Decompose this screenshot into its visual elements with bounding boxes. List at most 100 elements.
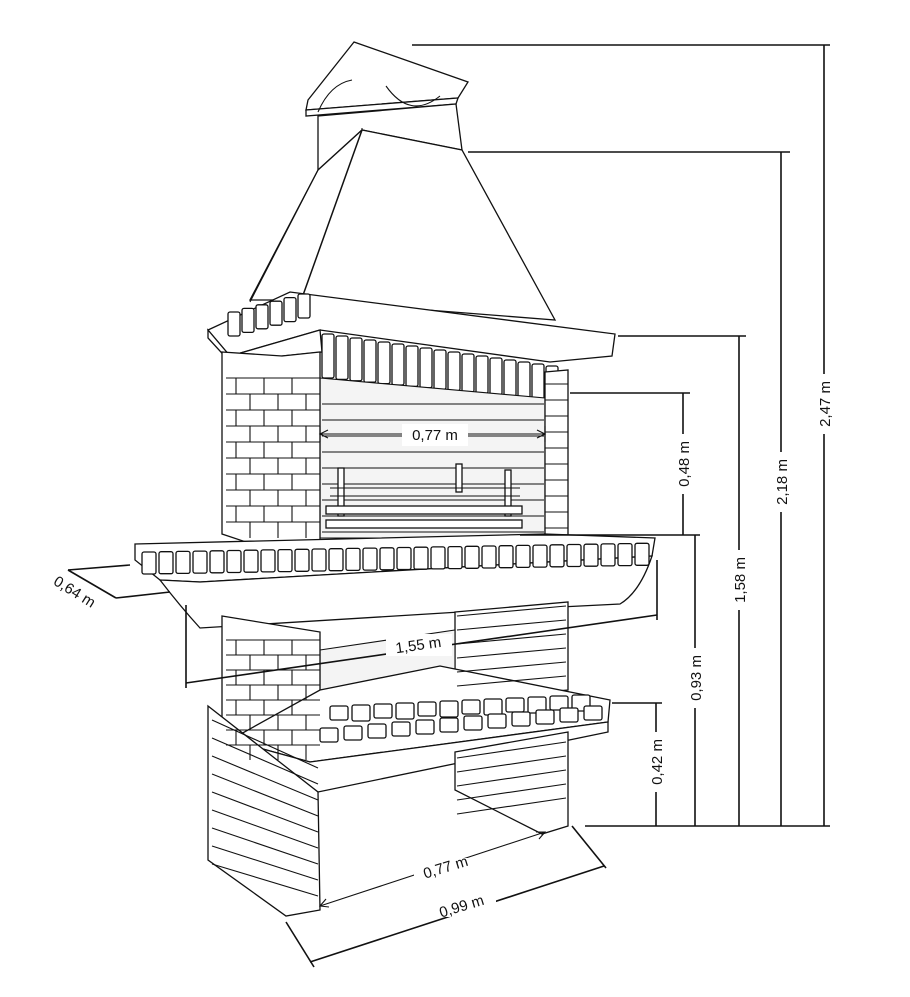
brick	[175, 550, 191, 575]
brick	[463, 715, 483, 731]
brick	[511, 711, 531, 727]
brick-joint	[211, 845, 319, 881]
brick	[349, 337, 363, 382]
brick	[461, 699, 481, 715]
brick-joint	[211, 737, 319, 785]
brick	[505, 697, 525, 713]
label-backgrounds	[386, 374, 834, 917]
brick	[269, 300, 283, 326]
brick-joint	[211, 863, 319, 897]
brick	[532, 544, 548, 568]
brick	[283, 296, 297, 323]
brick	[343, 725, 363, 741]
brick-joint	[456, 741, 567, 759]
brick	[209, 550, 225, 574]
brick	[335, 335, 349, 381]
brick-joint	[456, 797, 567, 815]
counter-height-label: 0,93 m	[688, 655, 705, 701]
brick	[345, 547, 361, 572]
brick	[517, 361, 531, 399]
brick	[549, 695, 569, 711]
brick	[419, 347, 433, 389]
brick	[583, 543, 599, 567]
brick	[439, 717, 459, 733]
brick	[255, 304, 269, 330]
brick	[379, 547, 395, 571]
hood-height-label: 2,18 m	[774, 459, 791, 505]
brick-joint	[211, 827, 319, 865]
brick	[498, 545, 514, 569]
brick	[489, 357, 503, 396]
brick	[481, 545, 497, 569]
brick-joint	[211, 755, 319, 801]
brick	[583, 705, 603, 721]
brick	[430, 546, 446, 570]
top-height-label: 1,58 m	[732, 557, 749, 603]
firebox-width-label: 0,77 m	[412, 427, 458, 444]
brick	[241, 307, 255, 334]
brick	[141, 551, 157, 575]
brick	[395, 702, 415, 720]
brick	[277, 548, 293, 573]
brick	[475, 355, 489, 395]
brick	[405, 345, 419, 388]
brick	[227, 311, 241, 337]
brick-joint	[211, 719, 319, 769]
brick	[192, 550, 208, 574]
brick	[377, 341, 391, 385]
brick	[328, 548, 344, 572]
brick	[391, 343, 405, 386]
brick	[311, 548, 327, 572]
brick	[158, 551, 174, 575]
brick	[351, 704, 371, 722]
brick	[483, 698, 503, 716]
counter-top	[134, 533, 656, 629]
counter-depth-label: 0,64 m	[50, 573, 98, 612]
brick	[447, 545, 463, 570]
brick	[433, 349, 447, 390]
brick	[373, 703, 393, 719]
brick	[367, 723, 387, 739]
brick-joint	[456, 619, 567, 631]
brick-joint	[456, 675, 567, 687]
brick-joint	[211, 809, 319, 849]
brick	[503, 359, 517, 397]
brick	[417, 701, 437, 717]
brick-joint	[211, 791, 319, 833]
brick	[461, 353, 475, 393]
brick	[600, 543, 616, 567]
brick	[321, 333, 335, 379]
counter-width-label: 1,55 m	[394, 634, 442, 657]
brick	[464, 545, 480, 569]
brick	[447, 351, 461, 392]
brick-joint	[456, 605, 567, 617]
brick-joint	[456, 647, 567, 659]
brick	[549, 544, 565, 568]
brick	[439, 700, 459, 718]
brick	[329, 705, 349, 721]
brick	[566, 543, 582, 568]
brick	[617, 542, 633, 567]
brick-joint	[456, 661, 567, 673]
total-height-label: 2,47 m	[817, 381, 834, 427]
brick	[363, 339, 377, 383]
shelf-height-label: 0,42 m	[649, 739, 666, 785]
brick	[634, 542, 650, 566]
brick	[391, 721, 411, 737]
brick-joint	[456, 783, 567, 801]
brick	[260, 549, 276, 573]
brick	[413, 546, 429, 570]
brick-joint	[456, 633, 567, 645]
brick	[515, 544, 531, 569]
firebox	[221, 351, 569, 551]
brick	[243, 549, 259, 573]
brick	[531, 363, 545, 400]
brick	[226, 549, 242, 574]
brick	[297, 293, 311, 319]
brick	[319, 727, 339, 743]
brick-joint	[211, 773, 319, 817]
brick-joint	[456, 769, 567, 787]
brick	[487, 713, 507, 729]
brick-joint	[456, 755, 567, 773]
